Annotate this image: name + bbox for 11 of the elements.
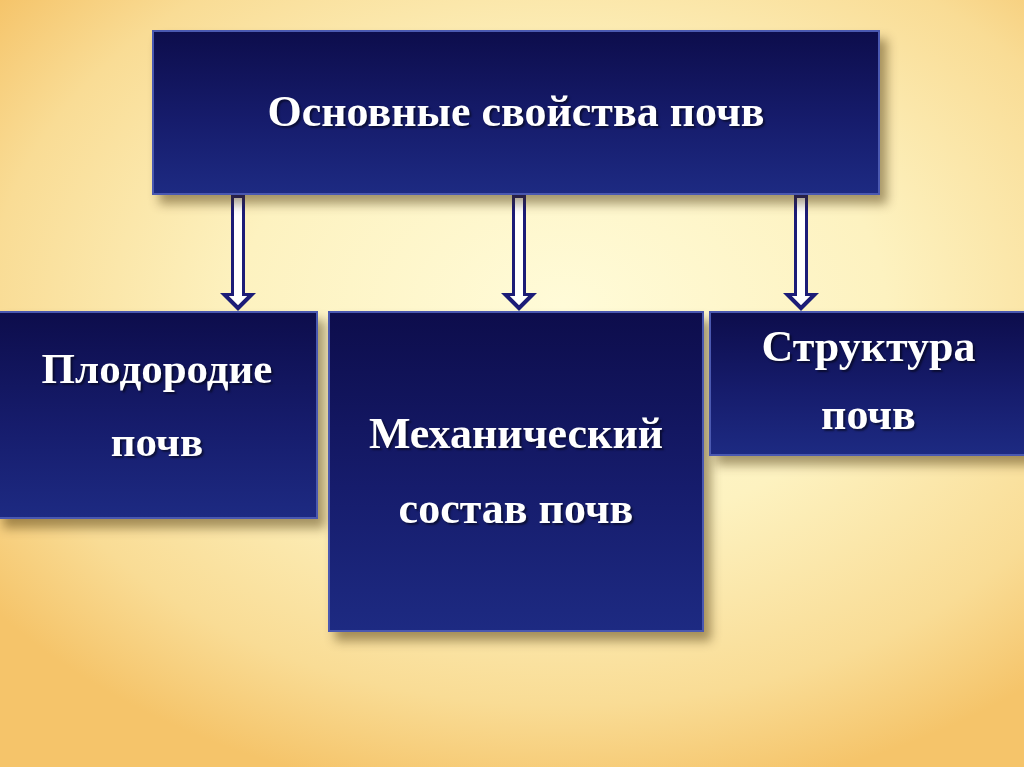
block-arrow [501,195,537,311]
category-text: Структура почв [760,321,977,442]
heading-text: Основные свойства почв [267,86,765,139]
category-text: Плодородие почв [40,343,274,467]
heading-box [152,30,880,195]
category-box [709,311,1024,456]
category-text: Механический состав почв [367,407,665,535]
category-box [0,311,318,519]
block-arrow [220,195,256,311]
block-arrow [783,195,819,311]
category-box [328,311,704,632]
